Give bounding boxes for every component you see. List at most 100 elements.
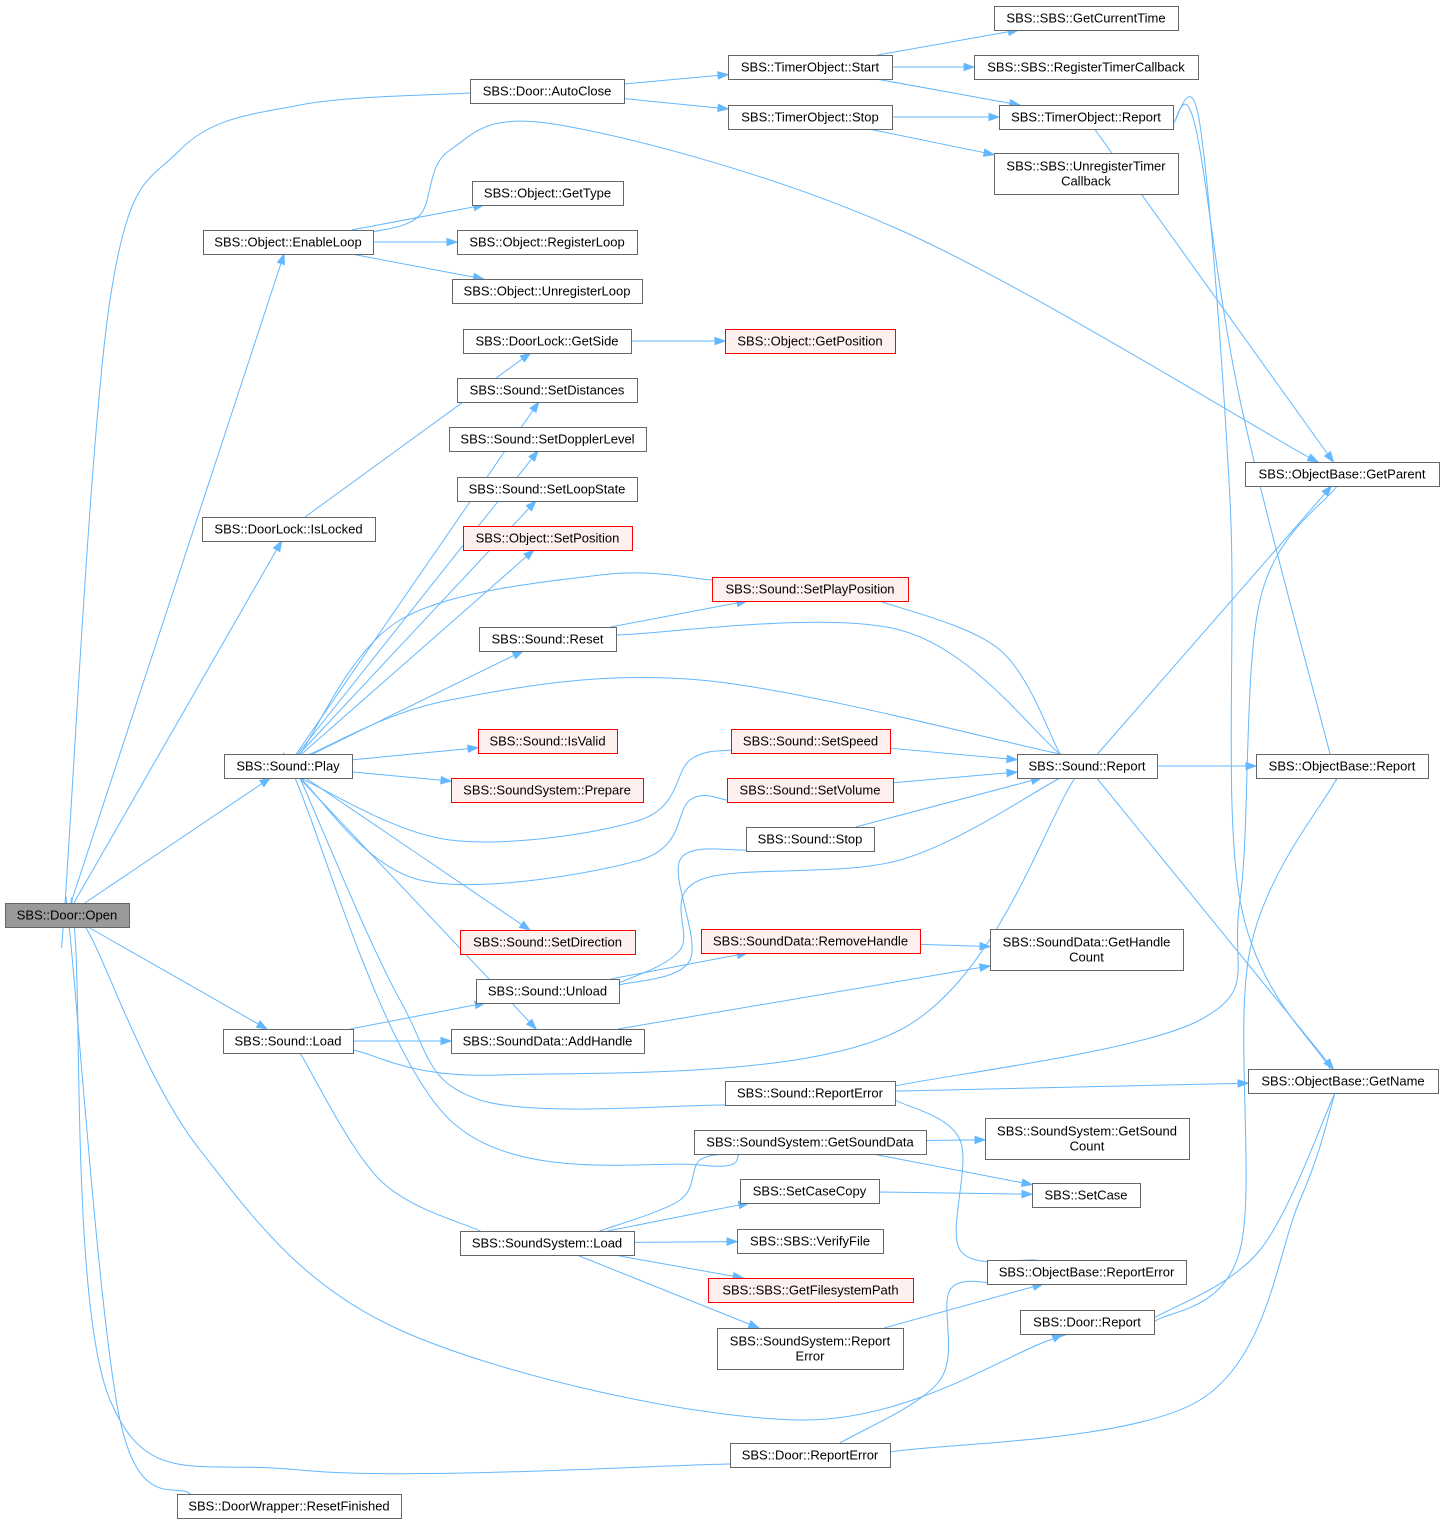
- node-timer-start[interactable]: SBS::TimerObject::Start: [728, 55, 893, 80]
- arrowhead: [523, 549, 535, 561]
- node-object-registerloop[interactable]: SBS::Object::RegisterLoop: [457, 230, 638, 255]
- arrowhead: [519, 352, 532, 363]
- node-sound-reset[interactable]: SBS::Sound::Reset: [479, 627, 617, 652]
- edge-line: [351, 747, 471, 761]
- node-door-open[interactable]: SBS::Door::Open: [5, 903, 130, 928]
- arrowhead: [747, 1320, 761, 1329]
- node-object-enableloop[interactable]: SBS::Object::EnableLoop: [203, 230, 374, 255]
- node-door-report[interactable]: SBS::Door::Report: [1020, 1310, 1155, 1335]
- node-label: SBS::SetCase: [1044, 1188, 1127, 1203]
- edge-line: [889, 747, 1010, 760]
- edge-timer-start-to-timer-report: [876, 78, 1022, 108]
- node-label: Callback: [1061, 174, 1111, 189]
- edge-sound-load-to-sound-report: [341, 758, 1089, 1076]
- edge-line: [65, 896, 196, 1500]
- arrowhead: [963, 62, 976, 72]
- edge-line: [87, 926, 261, 1026]
- node-sbs-getfilesystempath[interactable]: SBS::SBS::GetFilesystemPath: [708, 1278, 914, 1303]
- node-sound-stop[interactable]: SBS::Sound::Stop: [746, 827, 875, 852]
- node-objectbase-getparent[interactable]: SBS::ObjectBase::GetParent: [1245, 462, 1440, 487]
- edge-sound-report-to-objectbase-report: [1157, 761, 1258, 771]
- node-door-reporterror[interactable]: SBS::Door::ReportError: [730, 1443, 891, 1468]
- node-doorlock-getside[interactable]: SBS::DoorLock::GetSide: [463, 329, 632, 354]
- node-sbs-registertimercallback[interactable]: SBS::SBS::RegisterTimerCallback: [974, 55, 1199, 80]
- arrowhead: [1306, 453, 1320, 463]
- edge-door-open-to-door-reporterror: [70, 897, 763, 1475]
- node-objectbase-getname[interactable]: SBS::ObjectBase::GetName: [1248, 1069, 1439, 1094]
- edge-line: [84, 782, 264, 904]
- edge-line: [613, 848, 752, 988]
- node-object-unregisterloop[interactable]: SBS::Object::UnregisterLoop: [452, 279, 643, 304]
- node-doorlock-islocked[interactable]: SBS::DoorLock::IsLocked: [202, 517, 376, 542]
- node-object-gettype[interactable]: SBS::Object::GetType: [472, 181, 624, 206]
- node-label: SBS::Object::GetPosition: [737, 334, 882, 349]
- node-sound-load[interactable]: SBS::Sound::Load: [223, 1029, 354, 1054]
- node-sound-setdirection[interactable]: SBS::Sound::SetDirection: [460, 930, 636, 955]
- node-door-autoclose[interactable]: SBS::Door::AutoClose: [470, 79, 625, 104]
- node-sound-setplayposition[interactable]: SBS::Sound::SetPlayPosition: [712, 577, 909, 602]
- node-label: SBS::Object::SetPosition: [476, 531, 620, 546]
- edge-sbs-setcasecopy-to-sbs-setcase: [878, 1189, 1034, 1199]
- node-sbs-setcase[interactable]: SBS::SetCase: [1032, 1183, 1141, 1208]
- node-sbs-getcurrenttime[interactable]: SBS::SBS::GetCurrentTime: [994, 6, 1179, 31]
- node-object-setposition[interactable]: SBS::Object::SetPosition: [463, 526, 633, 551]
- edge-line: [288, 748, 735, 843]
- edge-soundsystem-load-to-sbs-getfilesystempath: [614, 1254, 745, 1281]
- node-timer-report[interactable]: SBS::TimerObject::Report: [999, 105, 1174, 130]
- node-label: SBS::TimerObject::Start: [741, 60, 880, 75]
- node-box: [712, 577, 909, 602]
- arrowhead: [982, 148, 996, 157]
- arrowhead: [511, 650, 525, 660]
- node-sound-isvalid[interactable]: SBS::Sound::IsValid: [478, 729, 618, 754]
- node-soundsystem-reporterror[interactable]: SBS::SoundSystem::ReportError: [717, 1328, 904, 1370]
- node-objectbase-reporterror[interactable]: SBS::ObjectBase::ReportError: [987, 1260, 1187, 1285]
- node-sound-play[interactable]: SBS::Sound::Play: [224, 754, 353, 779]
- node-box: [1256, 754, 1429, 779]
- node-box: [999, 105, 1174, 130]
- node-sound-setdistances[interactable]: SBS::Sound::SetDistances: [457, 378, 638, 403]
- node-sound-setdopplerlevel[interactable]: SBS::Sound::SetDopplerLevel: [449, 427, 647, 452]
- node-objectbase-report[interactable]: SBS::ObjectBase::Report: [1256, 754, 1429, 779]
- arrowhead: [974, 1135, 987, 1145]
- edge-line: [295, 408, 535, 755]
- node-label: SBS::DoorLock::GetSide: [475, 334, 618, 349]
- node-sbs-verifyfile[interactable]: SBS::SBS::VerifyFile: [737, 1229, 884, 1254]
- node-sound-setloopstate[interactable]: SBS::Sound::SetLoopState: [457, 477, 638, 502]
- node-sounddata-addhandle[interactable]: SBS::SoundData::AddHandle: [451, 1029, 645, 1054]
- node-timer-stop[interactable]: SBS::TimerObject::Stop: [728, 105, 893, 130]
- node-sound-setspeed[interactable]: SBS::Sound::SetSpeed: [731, 729, 891, 754]
- node-doorwrapper-resetfinished[interactable]: SBS::DoorWrapper::ResetFinished: [177, 1494, 402, 1519]
- node-sound-unload[interactable]: SBS::Sound::Unload: [476, 979, 620, 1004]
- node-soundsystem-load[interactable]: SBS::SoundSystem::Load: [460, 1231, 635, 1256]
- edge-soundsystem-load-to-sbs-verifyfile: [633, 1237, 739, 1246]
- arrowhead: [1020, 1178, 1034, 1187]
- node-sound-reporterror[interactable]: SBS::Sound::ReportError: [725, 1081, 896, 1106]
- edge-sound-play-to-object-setposition: [301, 549, 535, 755]
- node-label: Error: [796, 1349, 826, 1364]
- node-box: [728, 105, 893, 130]
- edge-line: [369, 120, 1341, 476]
- node-sound-setvolume[interactable]: SBS::Sound::SetVolume: [727, 778, 894, 803]
- node-box: [472, 181, 624, 206]
- node-label: SBS::Sound::SetLoopState: [469, 482, 626, 497]
- node-soundsystem-prepare[interactable]: SBS::SoundSystem::Prepare: [451, 778, 644, 803]
- edge-line: [341, 758, 1089, 1076]
- node-box: [202, 517, 376, 542]
- node-box: [463, 526, 633, 551]
- node-box: [1245, 462, 1440, 487]
- node-sound-report[interactable]: SBS::Sound::Report: [1017, 754, 1158, 779]
- node-object-getposition[interactable]: SBS::Object::GetPosition: [725, 329, 896, 354]
- node-box: [452, 279, 643, 304]
- edge-door-open-to-doorwrapper-resetfinished: [65, 896, 196, 1500]
- node-box: [731, 729, 891, 754]
- node-box: [694, 1130, 927, 1155]
- node-sbs-setcasecopy[interactable]: SBS::SetCaseCopy: [740, 1179, 880, 1204]
- node-soundsystem-getsounddata[interactable]: SBS::SoundSystem::GetSoundData: [694, 1130, 927, 1155]
- node-label: SBS::Object::RegisterLoop: [469, 235, 624, 250]
- node-label: SBS::ObjectBase::GetName: [1261, 1074, 1424, 1089]
- node-sounddata-removehandle[interactable]: SBS::SoundData::RemoveHandle: [701, 929, 921, 954]
- node-label: SBS::Door::Open: [17, 908, 117, 923]
